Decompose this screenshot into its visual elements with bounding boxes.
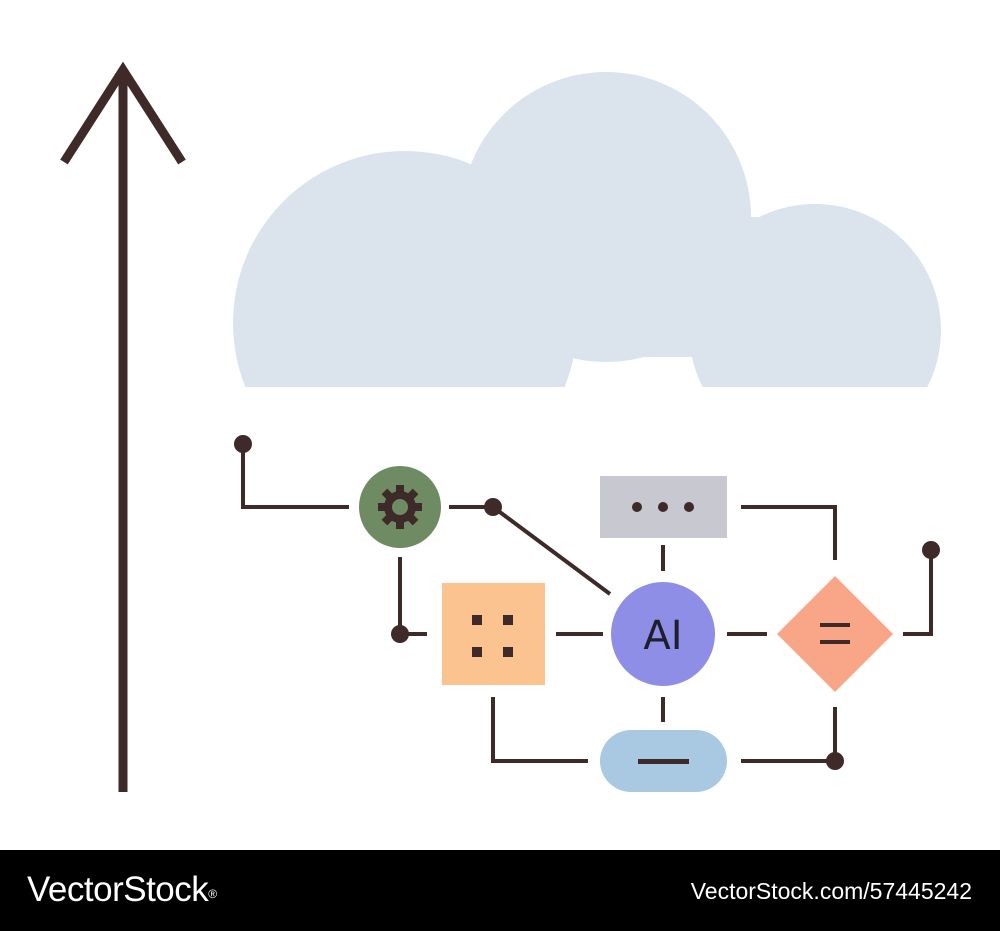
footer-bar: VectorStock® VectorStock.com/57445242: [0, 850, 1000, 931]
connector-dot: [826, 752, 844, 770]
brand-name: VectorStock: [27, 870, 209, 909]
brand-logo: VectorStock®: [27, 868, 217, 912]
pill-node: [600, 730, 727, 792]
diamond-node: [777, 576, 893, 692]
illustration: AI: [60, 61, 985, 792]
image-id: VectorStock.com/57445242: [690, 878, 972, 904]
connector-dot: [234, 435, 252, 453]
connector-dot: [391, 625, 409, 643]
gear-icon: [378, 485, 422, 529]
registered-mark: ®: [208, 887, 217, 901]
grid-dots-icon: [472, 615, 513, 657]
connector-dot: [484, 498, 502, 516]
gear-node: [359, 466, 441, 548]
ai-node: AI: [611, 582, 715, 686]
minus-icon: [638, 759, 689, 764]
cloud-icon: [225, 72, 985, 587]
connector-dots: [234, 435, 940, 770]
ellipsis-icon: [632, 502, 694, 512]
up-arrow-icon: [60, 61, 186, 792]
ai-label: AI: [643, 613, 682, 659]
ellipsis-box-node: [600, 476, 727, 538]
grid-box-node: [442, 583, 545, 685]
equals-icon: [820, 623, 850, 644]
connector-dot: [922, 541, 940, 559]
